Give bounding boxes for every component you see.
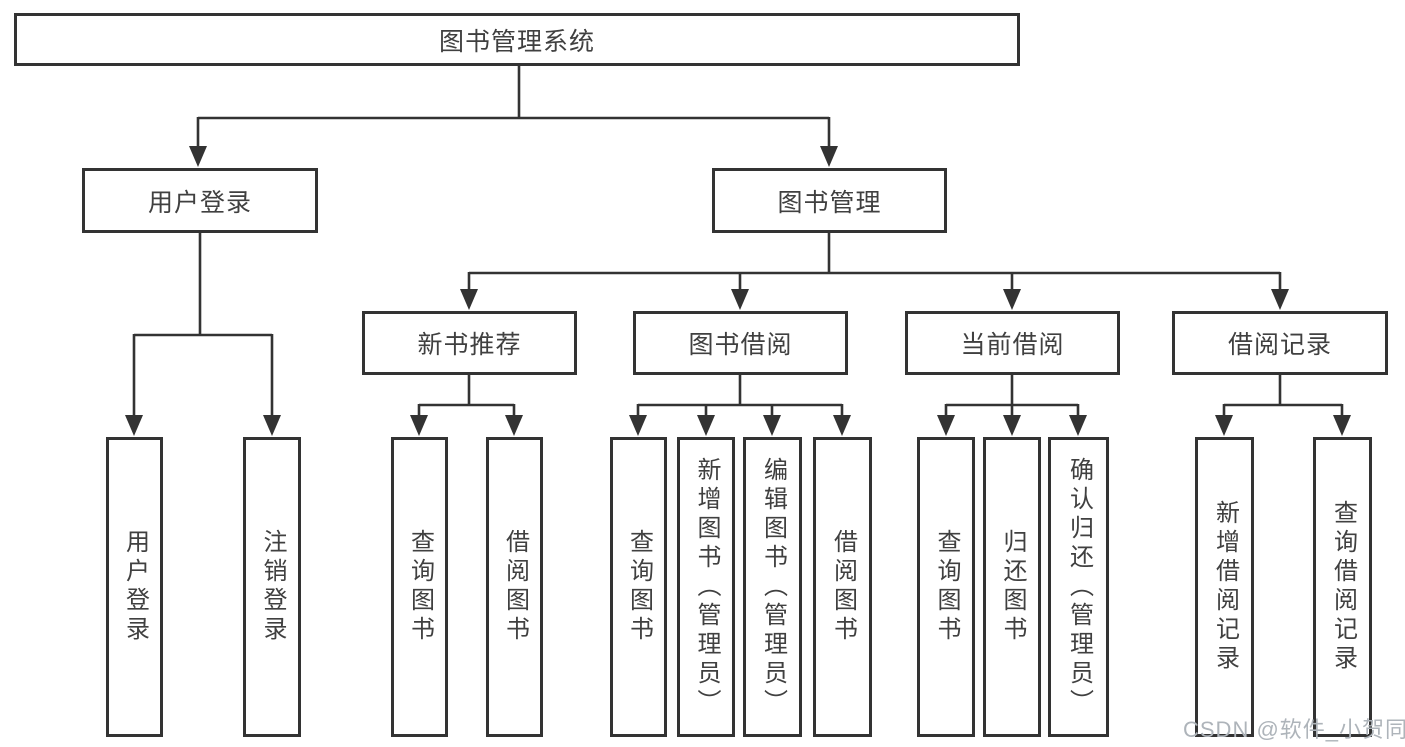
node-new-book-recommend: 新书推荐 — [362, 311, 577, 375]
connector-user-login-to-leaves — [125, 233, 281, 436]
node-book-management: 图书管理 — [712, 168, 947, 233]
node-user-login: 用户登录 — [82, 168, 318, 233]
node-leaf-add-books-admin: 新增图书（管理员） — [677, 437, 735, 737]
leaf-label: 用户登录 — [121, 529, 149, 645]
leaf-label: 借阅图书 — [829, 529, 857, 645]
connector-borrow-records-to-leaves — [1215, 375, 1351, 436]
leaf-label: 新增图书（管理员） — [693, 456, 720, 718]
node-current-borrow: 当前借阅 — [905, 311, 1120, 375]
connector-current-borrow-to-leaves — [937, 375, 1087, 436]
node-leaf-query-books-recommend: 查询图书 — [391, 437, 448, 737]
node-leaf-query-books-current: 查询图书 — [917, 437, 975, 737]
node-leaf-confirm-return-admin: 确认归还（管理员） — [1048, 437, 1109, 737]
node-leaf-borrow-books-recommend: 借阅图书 — [486, 437, 543, 737]
node-leaf-edit-books-admin: 编辑图书（管理员） — [743, 437, 802, 737]
leaf-label: 借阅图书 — [501, 529, 529, 645]
node-leaf-user-login-action: 用户登录 — [106, 437, 163, 737]
node-leaf-add-borrow-record: 新增借阅记录 — [1195, 437, 1254, 737]
node-book-borrow: 图书借阅 — [633, 311, 848, 375]
node-leaf-logout: 注销登录 — [243, 437, 301, 737]
node-borrow-records: 借阅记录 — [1172, 311, 1388, 375]
leaf-label: 查询借阅记录 — [1329, 500, 1357, 674]
leaf-label: 归还图书 — [999, 529, 1026, 645]
connector-new-book-recommend-to-leaves — [410, 375, 523, 436]
leaf-label: 查询图书 — [625, 529, 653, 645]
node-root-library-system: 图书管理系统 — [14, 13, 1020, 66]
connector-root-to-level2 — [189, 66, 838, 167]
csdn-watermark: CSDN @软件_小贺同学 — [1183, 717, 1405, 742]
node-leaf-query-borrow-record: 查询借阅记录 — [1313, 437, 1372, 737]
leaf-label: 查询图书 — [406, 529, 434, 645]
leaf-label: 确认归还（管理员） — [1065, 456, 1093, 718]
leaf-label: 查询图书 — [933, 529, 960, 645]
leaf-label: 注销登录 — [259, 529, 286, 645]
leaf-label: 新增借阅记录 — [1211, 500, 1239, 674]
connector-book-management-to-level3 — [460, 233, 1289, 310]
leaf-label: 编辑图书（管理员） — [759, 456, 787, 718]
connector-book-borrow-to-leaves — [629, 375, 851, 436]
node-leaf-return-books: 归还图书 — [983, 437, 1041, 737]
node-leaf-borrow-books: 借阅图书 — [813, 437, 872, 737]
node-leaf-query-books-borrow: 查询图书 — [610, 437, 667, 737]
